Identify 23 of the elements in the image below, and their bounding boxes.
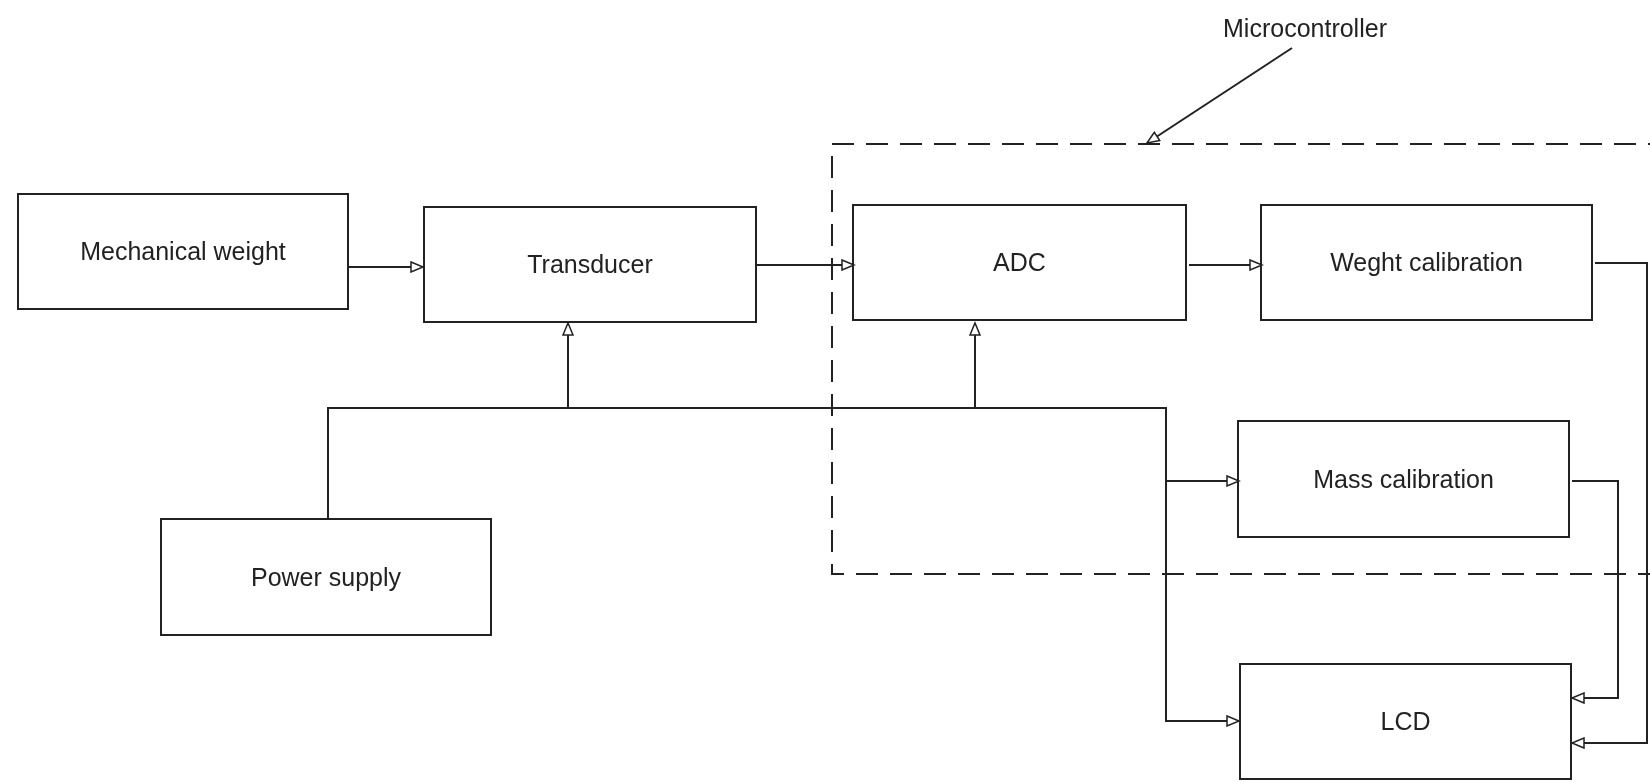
arrow (1571, 262, 1648, 749)
process-box (1239, 663, 1572, 780)
arrow (327, 407, 1240, 727)
process-box (160, 518, 492, 636)
box-label: LCD (1380, 707, 1431, 736)
box-label: Mechanical weight (80, 237, 286, 266)
dashed-group-box (831, 143, 1650, 575)
process-box (852, 204, 1187, 321)
process-box (17, 193, 349, 310)
group-label: Microcontroller (1223, 13, 1387, 43)
box-label: ADC (993, 248, 1046, 277)
arrow (756, 259, 855, 271)
process-box (1260, 204, 1593, 321)
box-label: Power supply (250, 562, 402, 592)
box-label: Weght calibration (1330, 248, 1523, 277)
arrow (1571, 480, 1619, 704)
leader-line (1146, 47, 1293, 144)
arrow (348, 261, 424, 273)
process-box (1237, 420, 1570, 538)
box-label: Mass calibration (1313, 464, 1494, 494)
process-box (423, 206, 757, 323)
box-label: Transducer (527, 250, 653, 279)
arrow (1188, 259, 1263, 271)
